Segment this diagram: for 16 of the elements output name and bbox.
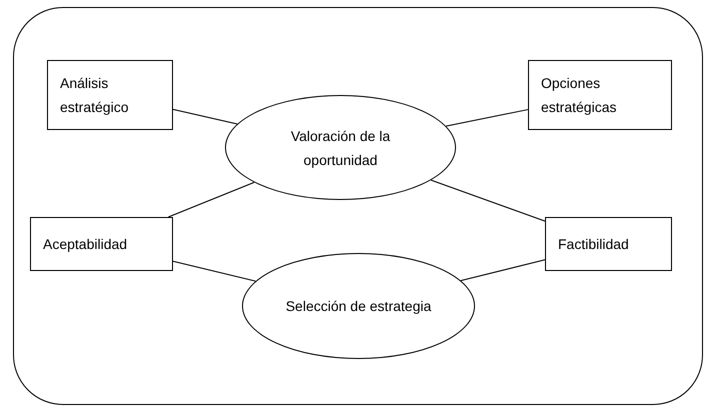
connector-line <box>168 182 255 218</box>
node-label: Análisis estratégico <box>60 74 130 117</box>
process-box <box>545 217 672 271</box>
connector-line <box>172 260 256 282</box>
node-label: Valoración de la oportunidad <box>290 126 392 170</box>
process-box <box>47 60 173 130</box>
node-label: Opciones estratégicas <box>541 74 618 117</box>
connector-line <box>430 180 546 222</box>
process-box <box>528 60 672 130</box>
process-box <box>30 217 173 271</box>
connector-line <box>446 109 528 127</box>
node-label: Aceptabilidad <box>43 235 128 254</box>
node-label: Factibilidad <box>558 235 629 254</box>
connector-line <box>172 108 238 124</box>
connector-line <box>460 259 546 282</box>
node-label: Selección de estrategia <box>286 297 432 316</box>
